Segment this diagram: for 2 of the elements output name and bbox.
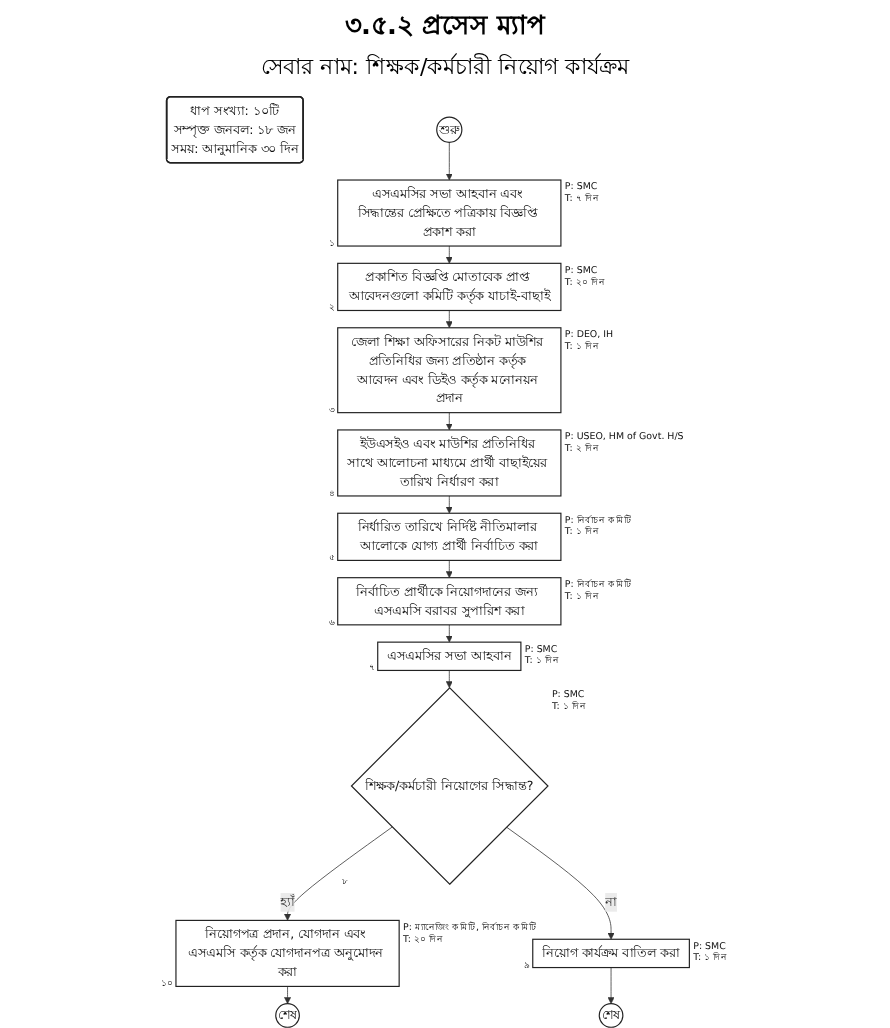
service-name-label: সেবার নাম: শিক্ষক/কর্মচারী নিয়োগ কার্যক্রম [258, 51, 632, 84]
diagram-title: ৩.৫.২ প্রসেস ম্যাপ [343, 10, 548, 46]
